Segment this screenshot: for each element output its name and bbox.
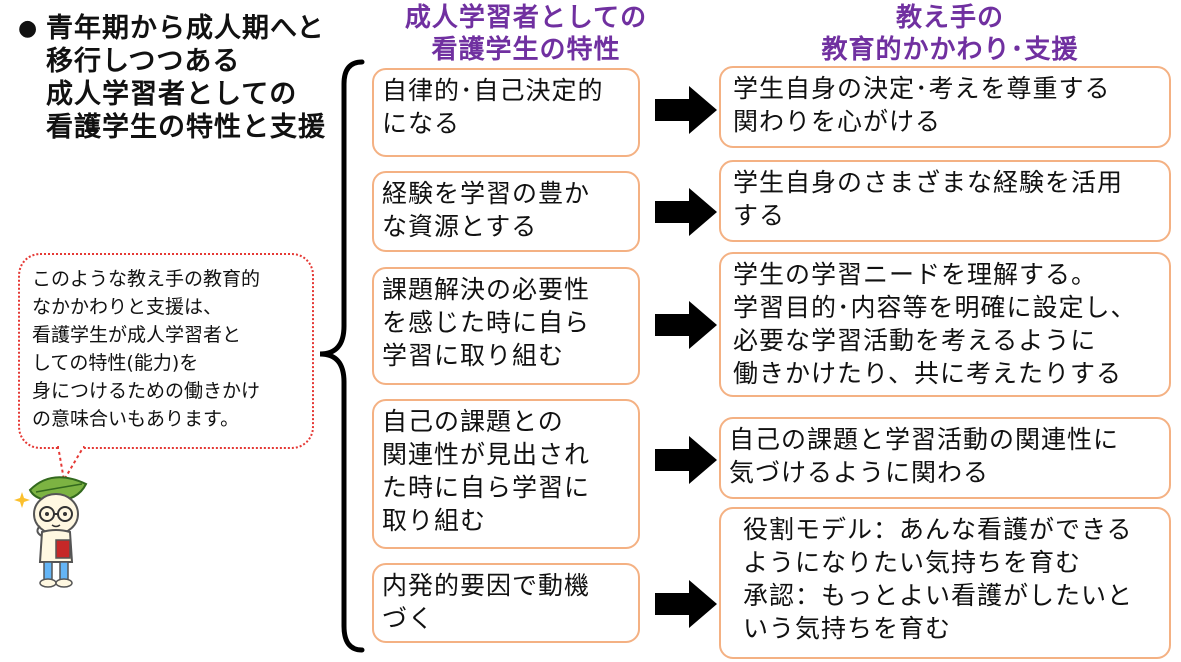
- title-bullet: ●: [18, 16, 39, 41]
- arrow-right-icon: [655, 86, 717, 134]
- main-title-text: 青年期から成人期へと 移行しつつある 成人学習者としての 看護学生の特性と支援: [46, 13, 326, 143]
- curly-brace: [319, 59, 365, 653]
- speech-bubble: このような教え手の教育的 なかかわりと支援は、 看護学生が成人学習者と しての特…: [18, 253, 314, 449]
- header-support: 教え手の 教育的かかわり･支援: [821, 3, 1079, 65]
- support-box-4: 自己の課題と学習活動の関連性に 気づけるように関わる: [719, 417, 1171, 499]
- arrow-right-icon: [655, 188, 717, 236]
- arrow-right-icon: [655, 580, 717, 628]
- speech-bubble-tail: [57, 446, 85, 483]
- characteristic-box-4: 自己の課題との 関連性が見出され た時に自ら学習に 取り組む: [372, 399, 640, 549]
- arrow-right-icon: [655, 301, 717, 349]
- support-box-1: 学生自身の決定･考えを尊重する 関わりを心がける: [719, 66, 1171, 148]
- main-title: ● 青年期から成人期へと 移行しつつある 成人学習者としての 看護学生の特性と支…: [18, 12, 352, 144]
- leaf-mascot-icon: [14, 476, 88, 588]
- support-box-3: 学生の学習ニードを理解する。 学習目的･内容等を明確に設定し、 必要な学習活動を…: [719, 252, 1171, 397]
- support-box-2: 学生自身のさまざまな経験を活用 する: [719, 160, 1171, 242]
- characteristic-box-1: 自律的･自己決定的 になる: [372, 68, 640, 157]
- support-box-5: 役割モデル：あんな看護ができる ようになりたい気持ちを育む 承認：もっとよい看護…: [719, 507, 1171, 659]
- characteristic-box-2: 経験を学習の豊か な資源とする: [372, 171, 640, 252]
- characteristic-box-3: 課題解決の必要性 を感じた時に自ら 学習に取り組む: [372, 267, 640, 385]
- arrow-right-icon: [655, 436, 717, 484]
- characteristic-box-5: 内発的要因で動機 づく: [372, 563, 640, 643]
- header-characteristics: 成人学習者としての 看護学生の特性: [404, 3, 648, 65]
